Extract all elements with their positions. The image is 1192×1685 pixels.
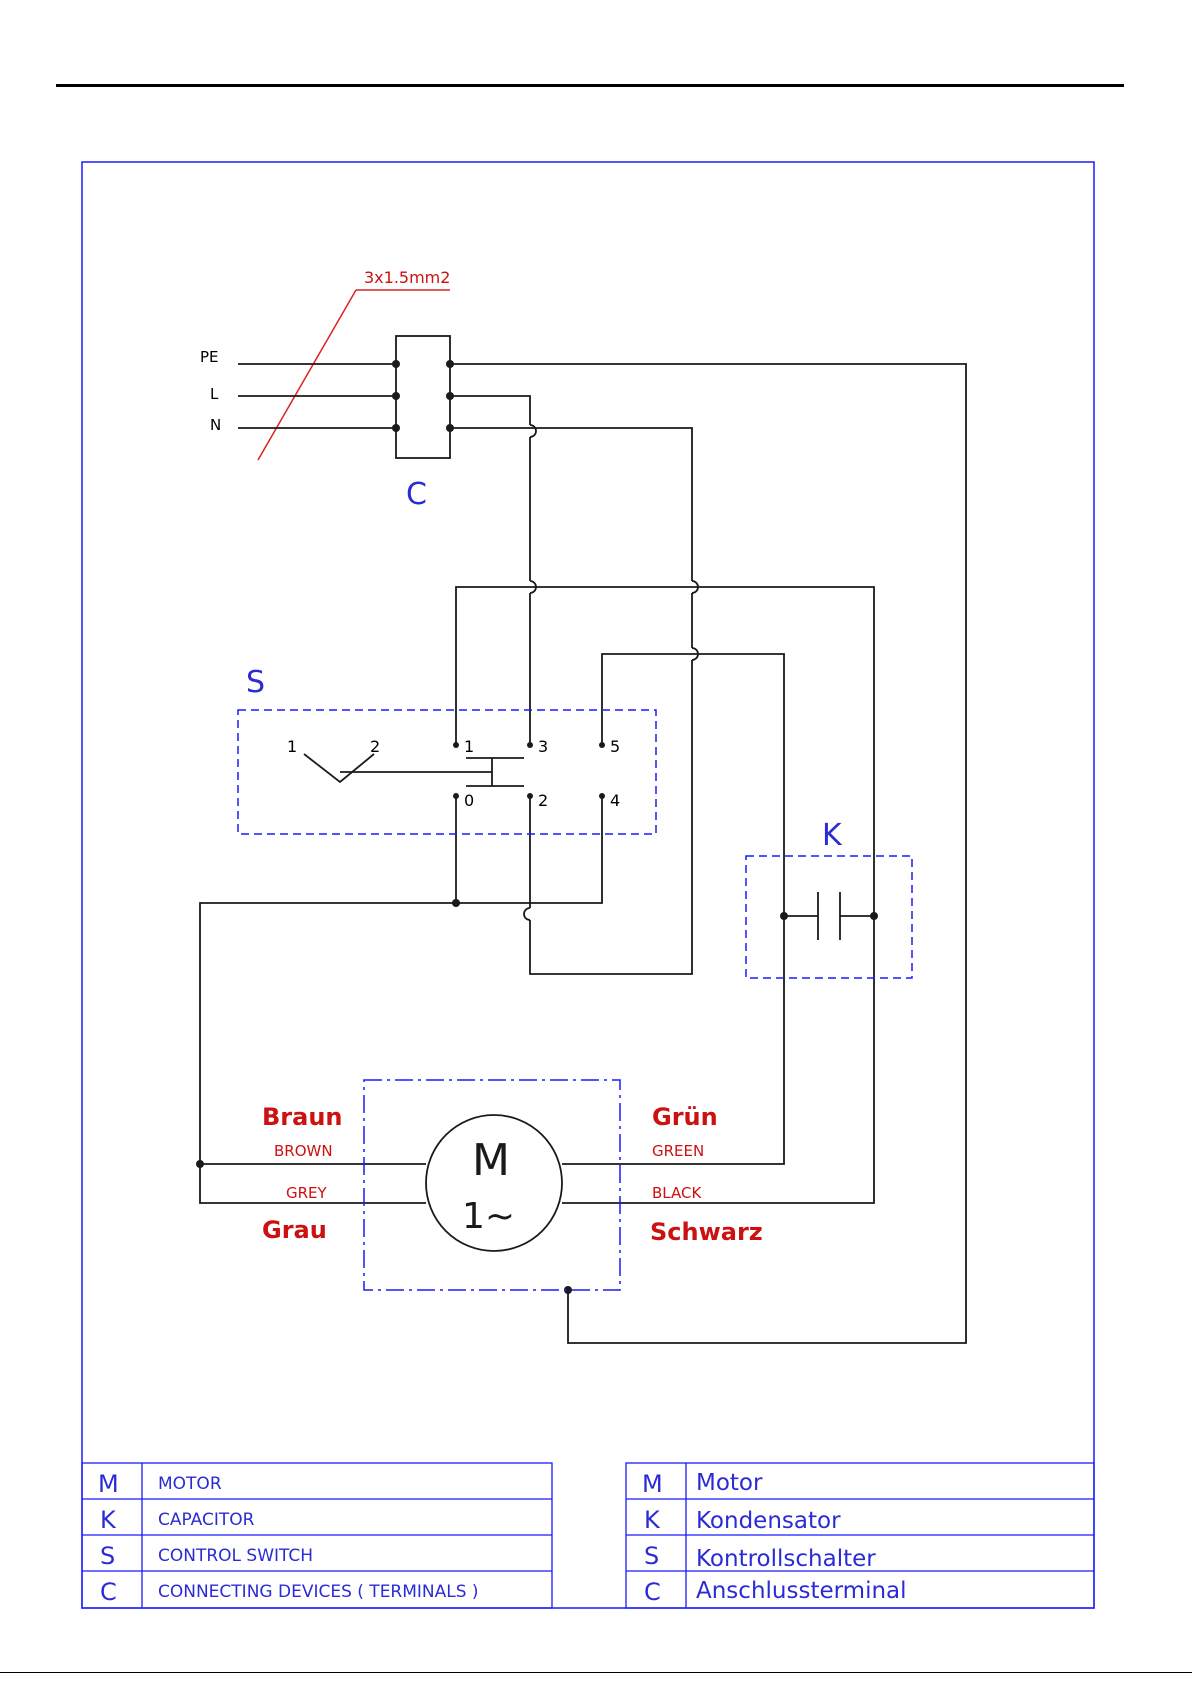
wire-label-black: BLACK [652,1184,702,1202]
legend-de-code-k: K [644,1506,661,1534]
terminal-label-pe: PE [200,348,219,366]
legend-en-code-s: S [100,1542,115,1570]
terminal-label-l: L [210,385,219,403]
capacitor-letter: K [822,818,843,853]
switch-lever-contact-2: 2 [370,737,380,756]
wire-label-green: GREEN [652,1142,704,1160]
switch-contact-2: 2 [538,791,548,810]
wire-label-grau: Grau [262,1216,327,1244]
wire-label-brown: BROWN [274,1142,333,1160]
switch-letter: S [246,665,265,700]
legend-de-text-schalter: Kontrollschalter [696,1546,876,1572]
legend-en-code-m: M [98,1470,119,1498]
terminal-block [396,336,450,458]
legend-de-text-kondensator: Kondensator [696,1508,841,1534]
drawing-frame [82,162,1094,1608]
motor-letter: M [472,1135,510,1186]
wire-label-grey: GREY [286,1184,328,1202]
legend-de-code-m: M [642,1470,663,1498]
switch-contact-5: 5 [610,737,620,756]
footer-rule [0,1672,1192,1673]
switch-contact-0: 0 [464,791,474,810]
legend-en-text-switch: CONTROL SWITCH [158,1546,313,1566]
legend-en-text-capacitor: CAPACITOR [158,1510,255,1530]
legend-de-code-s: S [644,1542,659,1570]
legend-en-code-k: K [100,1506,117,1534]
wire-label-braun: Braun [262,1103,343,1131]
legend-de-text-terminal: Anschlussterminal [696,1578,907,1604]
legend-en-text-motor: MOTOR [158,1474,222,1494]
legend-de-text-motor: Motor [696,1470,763,1496]
capacitor-box [746,856,912,978]
terminal-label-n: N [210,416,221,434]
legend-en-code-c: C [100,1578,117,1606]
cable-spec-label: 3x1.5mm2 [364,268,450,287]
switch-contact-3: 3 [538,737,548,756]
terminal-block-letter: C [406,477,427,512]
cable-spec-annotation [258,290,450,460]
wire-label-gruen: Grün [652,1103,718,1131]
wire-label-schwarz: Schwarz [650,1218,763,1246]
switch-contact-4: 4 [610,791,620,810]
motor-phase: 1~ [462,1196,515,1237]
switch-lever-contact-1: 1 [287,737,297,756]
switch-contact-1: 1 [464,737,474,756]
legend-de-code-c: C [644,1578,661,1606]
legend-en-text-terminals: CONNECTING DEVICES ( TERMINALS ) [158,1582,479,1602]
